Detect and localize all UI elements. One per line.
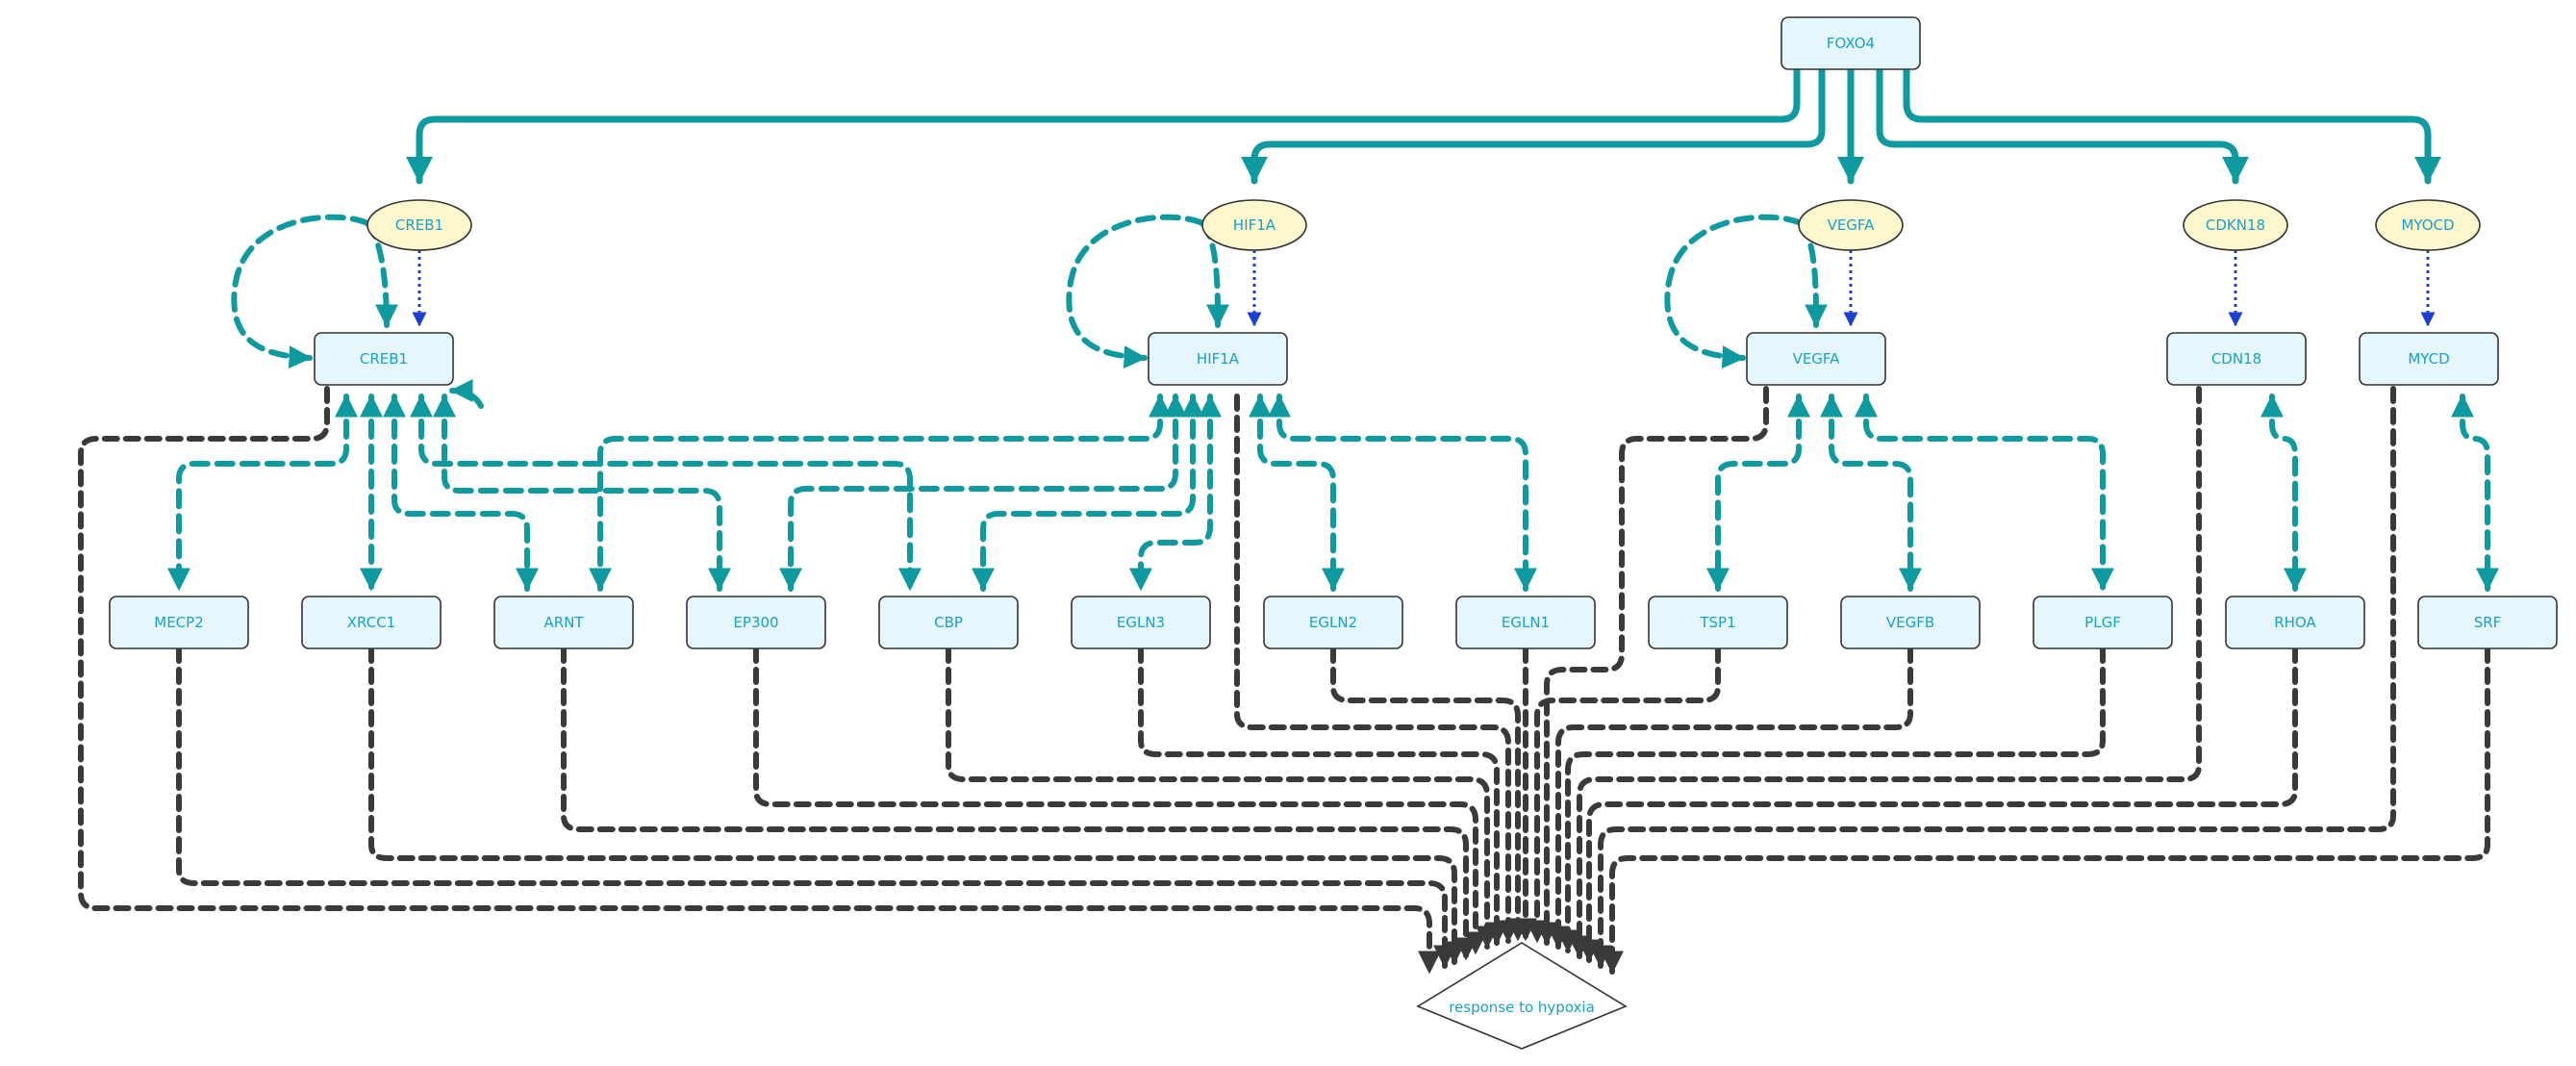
target-srf-label: SRF — [2474, 614, 2502, 631]
target-egln2-label: EGLN2 — [1309, 614, 1357, 631]
edge-vegfa-outcome — [1535, 386, 1769, 946]
edge-foxo4-myocd — [1903, 65, 2441, 185]
dashed-activation-edges — [167, 214, 2499, 592]
node-foxo4[interactable]: FOXO4 — [1780, 16, 1921, 70]
edge-hif1a-egln2 — [1249, 393, 1345, 592]
target-rhoa-label: RHOA — [2274, 614, 2316, 631]
regulator-hif1a[interactable]: HIF1A — [1201, 199, 1307, 251]
foxo4-activation-edges — [406, 65, 2441, 185]
regulator-myocd-label: MYOCD — [2401, 216, 2454, 234]
edge-egln3-outcome — [1138, 646, 1508, 946]
regulator-creb1-label: CREB1 — [395, 216, 443, 234]
target-arnt[interactable]: ARNT — [493, 596, 634, 649]
target-egln3-label: EGLN3 — [1117, 614, 1165, 631]
regulator-vegfa-label: VEGFA — [1828, 216, 1876, 234]
regulator-vegfa[interactable]: VEGFA — [1798, 199, 1904, 251]
target-tsp1-label: TSP1 — [1699, 614, 1735, 631]
edge-hif1a-outcome — [1234, 393, 1520, 944]
edge-creb1-ep300 — [433, 393, 731, 592]
target-egln3[interactable]: EGLN3 — [1071, 596, 1211, 649]
target-tsp1[interactable]: TSP1 — [1648, 596, 1788, 649]
hub-mycd[interactable]: MYCD — [2359, 332, 2499, 386]
edge-arnt-outcome — [561, 646, 1477, 961]
edge-creb1-outcome — [78, 386, 1441, 975]
hub-cdn18-label: CDN18 — [2211, 350, 2261, 368]
target-egln1[interactable]: EGLN1 — [1455, 596, 1596, 649]
hub-mycd-label: MYCD — [2408, 350, 2449, 368]
target-ep300-label: EP300 — [733, 614, 778, 631]
target-mecp2[interactable]: MECP2 — [109, 596, 249, 649]
expression-edges — [412, 250, 2436, 327]
outcome-label: response to hypoxia — [1449, 999, 1595, 1016]
edge-mycd-srf — [2451, 393, 2499, 592]
edge-plgf-outcome — [1556, 646, 2106, 953]
target-xrcc1[interactable]: XRCC1 — [301, 596, 442, 649]
regulator-cdkn18-label: CDKN18 — [2206, 216, 2265, 234]
loop-vegfa-a — [1664, 214, 1804, 369]
regulator-hif1a-label: HIF1A — [1233, 216, 1276, 234]
regulator-cdkn18[interactable]: CDKN18 — [2183, 199, 2288, 251]
edge-cbp-outcome — [946, 646, 1499, 950]
edge-creb1-return — [449, 379, 484, 409]
edge-mycd-outcome — [1589, 386, 2396, 969]
edge-srf-outcome — [1601, 646, 2490, 975]
edge-foxo4-hif1a — [1241, 65, 1826, 185]
target-plgf-label: PLGF — [2084, 614, 2121, 631]
loop-hif1a-a — [1066, 214, 1205, 369]
edge-foxo4-creb1 — [406, 65, 1801, 185]
hub-creb1-label: CREB1 — [360, 350, 408, 368]
hub-creb1[interactable]: CREB1 — [314, 332, 454, 386]
edge-egln2-outcome — [1330, 646, 1529, 942]
edge-vegfa-plgf — [1855, 393, 2114, 592]
regulator-creb1[interactable]: CREB1 — [366, 199, 472, 251]
hub-vegfa[interactable]: VEGFA — [1746, 332, 1886, 386]
edge-vegfa-tsp1 — [1706, 393, 1810, 592]
edge-cdn18-rhoa — [2260, 393, 2307, 592]
target-egln1-label: EGLN1 — [1502, 614, 1550, 631]
target-plgf[interactable]: PLGF — [2033, 596, 2173, 649]
target-vegfb[interactable]: VEGFB — [1840, 596, 1981, 649]
hub-cdn18[interactable]: CDN18 — [2166, 332, 2307, 386]
target-vegfb-label: VEGFB — [1886, 614, 1934, 631]
target-cbp-label: CBP — [934, 614, 963, 631]
edge-creb1-mecp2 — [167, 393, 358, 592]
edge-mecp2-outcome — [176, 646, 1456, 969]
hub-vegfa-label: VEGFA — [1793, 350, 1841, 368]
target-egln2[interactable]: EGLN2 — [1263, 596, 1403, 649]
hub-hif1a-label: HIF1A — [1197, 350, 1240, 368]
edge-ep300-outcome — [753, 646, 1487, 955]
edge-tsp1-outcome — [1526, 646, 1721, 944]
target-mecp2-label: MECP2 — [154, 614, 203, 631]
edge-vegfb-outcome — [1547, 646, 1913, 950]
outcome-response-to-hypoxia[interactable]: response to hypoxia — [1416, 942, 1628, 1050]
edge-cdn18-outcome — [1568, 386, 2202, 959]
edge-hif1a-egln3 — [1129, 393, 1222, 592]
regulator-myocd[interactable]: MYOCD — [2375, 199, 2481, 251]
hub-hif1a[interactable]: HIF1A — [1148, 332, 1288, 386]
edge-xrcc1-outcome — [368, 646, 1466, 965]
target-srf[interactable]: SRF — [2417, 596, 2558, 649]
node-foxo4-label: FOXO4 — [1827, 35, 1875, 52]
edge-rhoa-outcome — [1578, 646, 2298, 963]
target-cbp[interactable]: CBP — [878, 596, 1019, 649]
loop-creb1-a — [231, 214, 370, 369]
edge-foxo4-cdkn18 — [1876, 65, 2249, 185]
edge-hif1a-egln1 — [1268, 393, 1537, 592]
target-arnt-label: ARNT — [543, 614, 584, 631]
target-xrcc1-label: XRCC1 — [347, 614, 395, 631]
outcome-edges — [78, 386, 2490, 975]
target-rhoa[interactable]: RHOA — [2225, 596, 2365, 649]
edge-vegfa-vegfb — [1820, 393, 1922, 592]
target-ep300[interactable]: EP300 — [686, 596, 826, 649]
